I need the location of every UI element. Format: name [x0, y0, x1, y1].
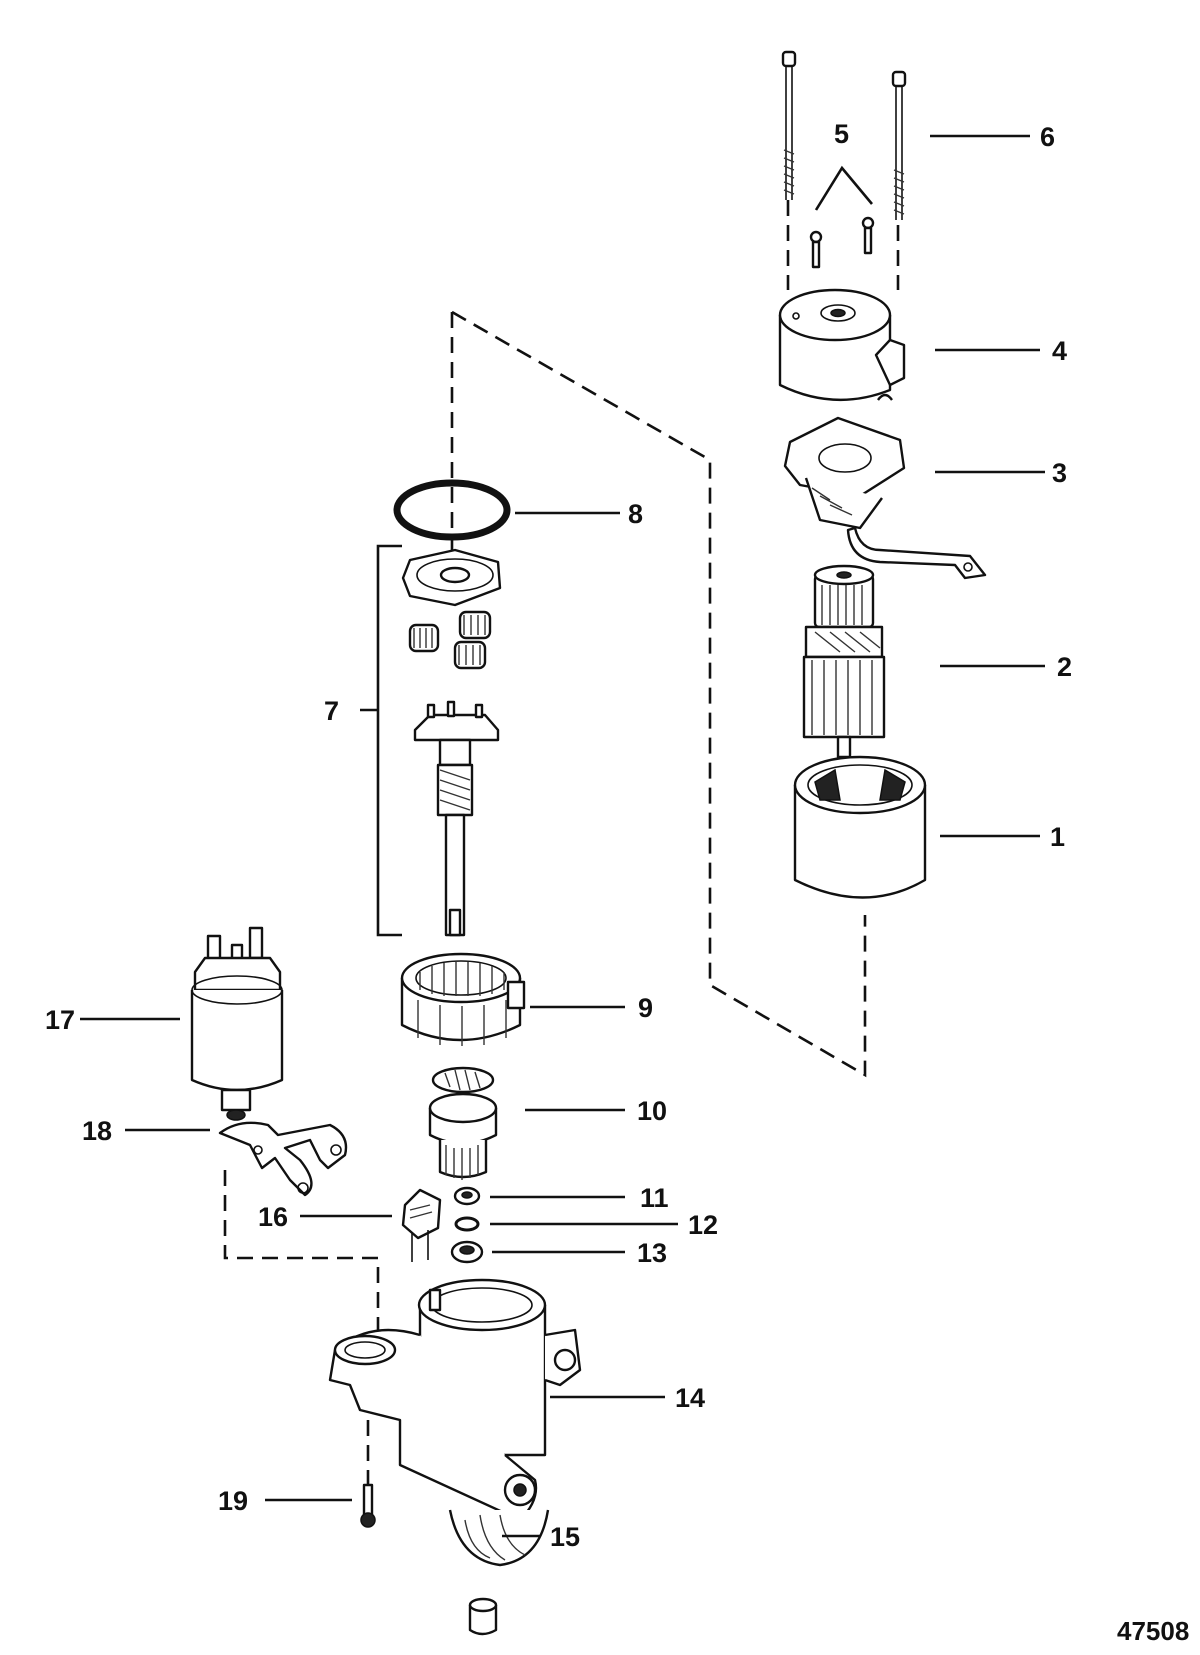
callout-12: 12	[688, 1210, 718, 1240]
field-frame	[793, 755, 927, 899]
through-bolts	[781, 50, 907, 220]
callout-15: 15	[550, 1522, 580, 1552]
commutator-end-cap	[778, 288, 906, 402]
callout-2: 2	[1057, 652, 1072, 682]
callout-11: 11	[640, 1183, 669, 1213]
shift-lever	[218, 1121, 348, 1197]
callout-7: 7	[324, 696, 339, 726]
leader-lines	[80, 134, 1045, 1538]
callout-1: 1	[1050, 822, 1065, 852]
solenoid-link-line	[223, 1170, 380, 1345]
leader-5	[814, 165, 873, 211]
callout-5: 5	[834, 119, 849, 149]
ring-gear	[400, 952, 526, 1046]
leader-7-bracket	[376, 544, 402, 937]
callout-17: 17	[45, 1005, 75, 1035]
callout-6: 6	[1040, 122, 1055, 152]
collar-11	[453, 1186, 481, 1206]
armature	[802, 564, 886, 759]
callout-19: 19	[218, 1486, 248, 1516]
callout-3: 3	[1052, 458, 1067, 488]
bushing-15	[468, 1597, 498, 1636]
ring-12	[454, 1216, 480, 1232]
callout-labels: 1 2 3 4 5 6 7 8 9 10 11 12 13 14 15 16 1…	[45, 119, 1189, 1646]
figure-id: 47508	[1117, 1616, 1189, 1646]
bolt-19	[360, 1483, 376, 1528]
planet-gears	[408, 610, 492, 670]
end-cap-screws	[809, 216, 875, 269]
callout-14: 14	[675, 1383, 705, 1413]
drive-end-housing	[328, 1278, 582, 1567]
washer-13	[450, 1240, 484, 1264]
callout-16: 16	[258, 1202, 288, 1232]
callout-9: 9	[638, 993, 653, 1023]
seal-16	[401, 1188, 442, 1262]
o-ring	[393, 479, 511, 541]
brush-plate	[783, 416, 987, 580]
callout-8: 8	[628, 499, 643, 529]
callout-18: 18	[82, 1116, 112, 1146]
callout-10: 10	[637, 1096, 667, 1126]
planetary-gear-assembly	[401, 548, 502, 937]
starter-drive	[428, 1066, 498, 1180]
callout-13: 13	[637, 1238, 667, 1268]
solenoid	[190, 926, 284, 1121]
diagonal-alignment-line	[451, 310, 867, 1078]
callout-4: 4	[1052, 336, 1067, 366]
